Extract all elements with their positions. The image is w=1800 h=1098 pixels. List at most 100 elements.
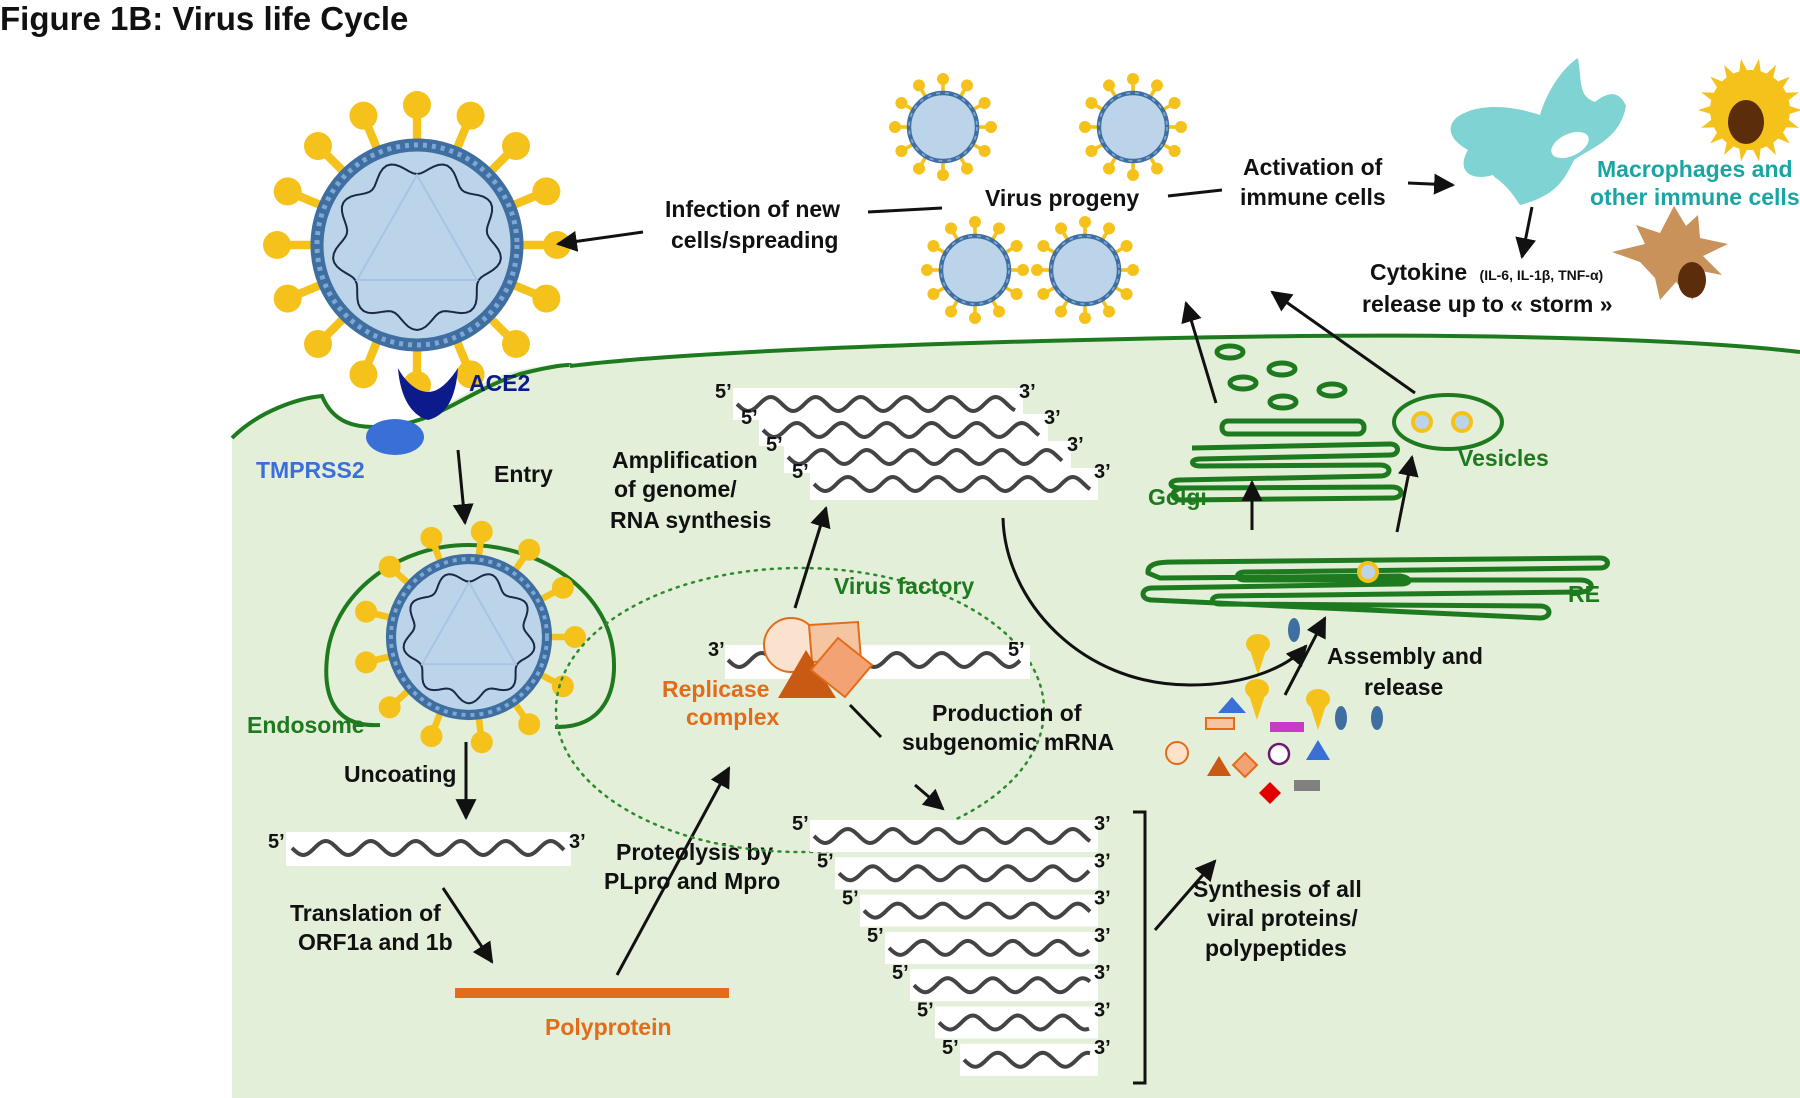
virion-in-endosome [355,520,586,754]
amplification-arrow [793,505,831,609]
genome-3prime: 3’ [569,831,586,853]
proteolysis-label-2: PLpro and Mpro [604,868,780,894]
progeny-virion-3 [921,216,1029,324]
subgenomic-strand-5: 5’ 3’ [892,962,1111,1002]
infection-line [867,206,943,214]
vesicle-release-arrow [1270,290,1416,395]
golgi-release-arrow [1181,300,1218,404]
infection-arrow [555,230,644,252]
vesicle-virion-2 [1451,411,1473,433]
replicase-complex [763,617,874,699]
svg-text:3’: 3’ [708,639,725,661]
virus-progeny-group [889,73,1187,324]
polyprotein-label: Polyprotein [545,1014,672,1040]
subgenomic-label-2: subgenomic mRNA [902,729,1114,755]
viral-proteins-cluster [1165,618,1383,804]
assembly-arrow [1283,616,1327,696]
amplified-strand-3: 5’ 3’ [766,434,1084,473]
golgi-apparatus [1168,343,1404,503]
subgenomic-strand-2-5prime: 5’ [817,850,834,872]
subgenomic-strand-7-5prime: 5’ [942,1037,959,1059]
cytokine-release-label: release up to « storm » [1362,291,1613,317]
infection-label-1: Infection of new [665,196,840,222]
subgenomic-strand-7: 5’ 3’ [942,1037,1111,1076]
replicase-label-1: Replicase [662,676,769,702]
synthesis-label-2: viral proteins/ [1207,905,1358,931]
polyprotein-bar [455,988,729,998]
virus-factory-label: Virus factory [834,573,974,599]
er-to-vesicle-arrow [1395,454,1419,533]
ace2-receptor [398,368,458,420]
infection-label-2: cells/spreading [671,227,838,253]
uncoating-label: Uncoating [344,761,456,787]
subgenomic-strand-4: 5’ 3’ [867,925,1111,964]
re-label: RE [1568,581,1600,607]
genome-5prime: 5’ [268,831,285,853]
subgenomic-mrna-strands: 5’3’5’3’5’3’5’3’5’3’5’3’5’3’ [792,813,1111,1076]
virus-progeny-label: Virus progeny [985,185,1139,211]
translation-to-er-arrow [1001,517,1308,687]
subgenomic-arrow-b [914,783,945,811]
subgenomic-strand-1-3prime: 3’ [1094,813,1111,835]
subgenomic-arrow-a [848,703,883,739]
amplification-label-2: of genome/ [614,476,737,502]
entry-arrow [452,449,474,526]
amplified-genome-strands: 5’3’5’3’5’3’5’3’ [715,381,1111,500]
progeny-virion-2 [1079,73,1187,181]
replicase-label-2: complex [686,704,780,730]
rough-er [1140,555,1610,621]
subgenomic-strand-2: 5’ 3’ [817,850,1111,890]
synthesis-label-3: polypeptides [1205,935,1347,961]
macrophage-yellow [1698,58,1800,162]
subgenomic-strand-4-5prime: 5’ [867,925,884,947]
progeny-virion-4 [1031,216,1139,324]
endosome-membrane [324,542,616,730]
activated-immune-cell [1450,58,1626,205]
subgenomic-strand-3-5prime: 5’ [842,888,859,910]
virus-factory-boundary [554,566,1046,854]
amplified-strand-1-3prime: 3’ [1019,381,1036,403]
progeny-virion-1 [889,73,997,181]
assembly-label-1: Assembly and [1327,643,1483,669]
amplified-strand-2-3prime: 3’ [1044,407,1061,429]
subgenomic-strand-6: 5’3’ [917,1000,1111,1039]
amplified-strand-4-3prime: 3’ [1094,461,1111,483]
synthesis-arrow [1153,859,1217,931]
subgenomic-strand-1-5prime: 5’ [792,813,809,835]
subgenomic-strand-1: 5’ 3’ [792,813,1111,852]
subgenomic-strand-6-3prime: 3’ [1094,1000,1111,1022]
tmprss2-protease [366,419,424,455]
cell-membrane [230,333,1800,440]
activation-arrow [1407,173,1456,195]
subgenomic-strand-3-3prime: 3’ [1094,888,1111,910]
vesicle [1392,393,1504,451]
cell-vacuole [1551,131,1589,159]
subgenomic-strand-5-3prime: 3’ [1094,962,1111,984]
endosome-label: Endosome [247,712,365,738]
subgenomic-strand-5-5prime: 5’ [892,962,909,984]
amplified-strand-2: 5’3’ [741,407,1061,446]
subgenomic-strand-7-3prime: 3’ [1094,1037,1111,1059]
amplification-label-3: RNA synthesis [610,507,771,533]
cytokine-label: Cytokine (IL-6, IL-1β, TNF-α) [1370,259,1603,285]
replicase-template-rna: 3’ 5’ [708,639,1030,679]
subgenomic-strand-4-3prime: 3’ [1094,925,1111,947]
subgenomic-label-1: Production of [932,700,1082,726]
amplified-strand-3-5prime: 5’ [766,434,783,456]
cytokine-arrow [1515,206,1537,260]
amplified-strand-1-5prime: 5’ [715,381,732,403]
subgenomic-strand-2-3prime: 3’ [1094,850,1111,872]
amplified-strand-3-3prime: 3’ [1067,434,1084,456]
figure-title: Figure 1B: Virus life Cycle [0,0,408,37]
host-cell [232,335,1800,1098]
activation-label-2: immune cells [1240,184,1386,210]
macrophages-label-2: other immune cells [1590,184,1800,210]
translation-label-1: Translation of [290,900,441,926]
genome-rna: 5’ 3’ [268,831,586,866]
translation-label-2: ORF1a and 1b [298,929,453,955]
activation-label-1: Activation of [1243,154,1383,180]
golgi-label: Golgi [1148,484,1207,510]
entry-label: Entry [494,461,553,487]
